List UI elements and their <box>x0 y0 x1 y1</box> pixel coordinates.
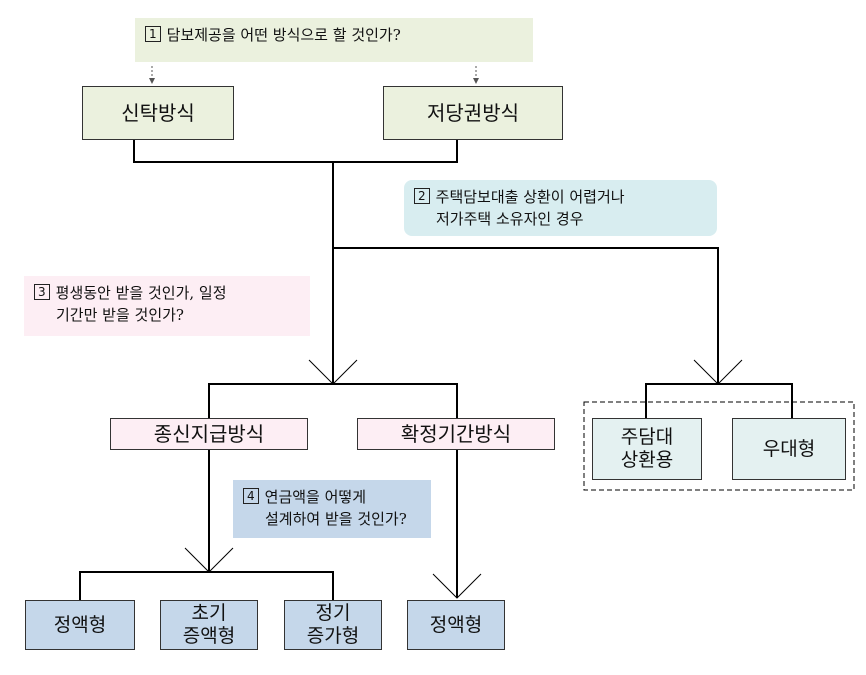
node-fixed-term-payment-label: 확정기간방식 <box>400 422 512 446</box>
connector-lifetime-bracket <box>208 383 458 418</box>
node-flat-type-2: 정액형 <box>407 600 505 650</box>
question-3-line-2: 기간만 받을 것인가? <box>56 306 184 324</box>
node-mortgage-repayment-line-2: 상환용 <box>620 449 674 471</box>
node-lifetime-payment: 종신지급방식 <box>110 418 308 450</box>
node-early-increase-line-1: 초기 <box>191 602 227 624</box>
question-1-text: 담보제공을 어떤 방식으로 할 것인가? <box>166 26 401 44</box>
node-periodic-increase-line-1: 정기 <box>315 602 351 624</box>
chevron-fixed <box>432 573 482 599</box>
node-mortgage-method: 저당권방식 <box>383 86 563 140</box>
node-flat-type-1-label: 정액형 <box>53 613 107 636</box>
dotted-arrowhead-left <box>149 78 155 84</box>
chevron-lifetime <box>184 547 234 573</box>
question-2-line-1: 주택담보대출 상환이 어렵거나 <box>435 188 625 206</box>
question-4: 4 연금액을 어떻게 설계하여 받을 것인가? <box>233 480 431 538</box>
connector-right-group-bracket <box>645 383 793 418</box>
node-early-increase-line-2: 증액형 <box>182 625 236 647</box>
question-3-number: 3 <box>34 284 50 300</box>
dotted-arrowhead-right <box>473 78 479 84</box>
question-2-number: 2 <box>414 188 430 204</box>
node-preferential-label: 우대형 <box>762 437 816 460</box>
question-3: 3 평생동안 받을 것인가, 일정 기간만 받을 것인가? <box>24 276 310 336</box>
question-2: 2 주택담보대출 상환이 어렵거나 저가주택 소유자인 경우 <box>404 180 717 236</box>
node-preferential: 우대형 <box>732 418 846 480</box>
node-mortgage-method-label: 저당권방식 <box>427 101 519 125</box>
node-flat-type-1: 정액형 <box>25 600 135 650</box>
node-mortgage-repayment: 주담대 상환용 <box>592 418 702 480</box>
node-trust-method: 신탁방식 <box>82 86 234 140</box>
connector-top-bracket <box>133 140 458 163</box>
connector-right-branch <box>333 247 719 384</box>
node-trust-method-label: 신탁방식 <box>121 101 195 125</box>
node-flat-type-2-label: 정액형 <box>429 613 483 636</box>
question-4-number: 4 <box>243 488 259 504</box>
question-4-line-2: 설계하여 받을 것인가? <box>265 510 407 528</box>
question-1: 1 담보제공을 어떤 방식으로 할 것인가? <box>135 18 533 62</box>
node-mortgage-repayment-line-1: 주담대 <box>620 426 674 448</box>
question-3-line-1: 평생동안 받을 것인가, 일정 <box>55 284 227 302</box>
node-early-increase: 초기 증액형 <box>160 600 258 650</box>
question-1-number: 1 <box>145 26 161 42</box>
dashed-group-frame <box>583 401 855 491</box>
question-2-line-2: 저가주택 소유자인 경우 <box>436 210 584 228</box>
connector-types-bracket <box>79 571 334 600</box>
node-lifetime-payment-label: 종신지급방식 <box>153 422 265 446</box>
chevron-right <box>693 359 743 385</box>
chevron-main <box>308 359 358 385</box>
node-periodic-increase: 정기 증가형 <box>284 600 382 650</box>
node-fixed-term-payment: 확정기간방식 <box>357 418 555 450</box>
node-periodic-increase-line-2: 증가형 <box>306 625 360 647</box>
question-4-line-1: 연금액을 어떻게 <box>264 488 367 506</box>
